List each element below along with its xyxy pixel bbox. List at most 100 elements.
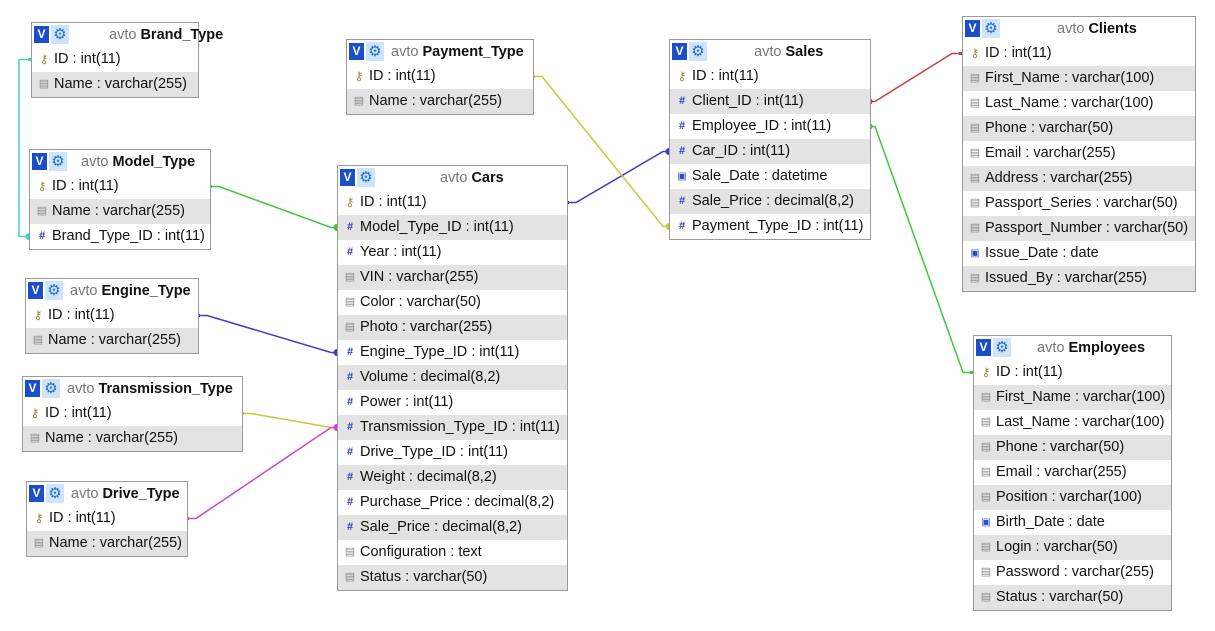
gear-icon[interactable]: ⚙ [366, 42, 384, 61]
column-row[interactable]: ⚷ID : int(11) [338, 190, 567, 215]
table-header[interactable]: V⚙avto Engine_Type [26, 279, 198, 303]
column-row[interactable]: #Weight : decimal(8,2) [338, 465, 567, 490]
column-row[interactable]: ▤Name : varchar(255) [26, 328, 198, 353]
table-drive-type[interactable]: V⚙avto Drive_Type⚷ID : int(11)▤Name : va… [26, 481, 188, 557]
gear-icon[interactable]: ⚙ [49, 152, 67, 171]
table-model-type[interactable]: V⚙avto Model_Type⚷ID : int(11)▤Name : va… [29, 149, 211, 250]
column-row[interactable]: #Engine_Type_ID : int(11) [338, 340, 567, 365]
toggle-icon[interactable]: V [29, 485, 44, 502]
column-row[interactable]: ⚷ID : int(11) [347, 64, 533, 89]
table-payment-type[interactable]: V⚙avto Payment_Type⚷ID : int(11)▤Name : … [346, 39, 534, 115]
toggle-icon[interactable]: V [672, 43, 687, 60]
column-row[interactable]: ▤Phone : varchar(50) [974, 435, 1171, 460]
toggle-icon[interactable]: V [976, 339, 991, 356]
column-row[interactable]: #Car_ID : int(11) [670, 139, 870, 164]
column-row[interactable]: ⚷ID : int(11) [26, 303, 198, 328]
column-row[interactable]: ▤Last_Name : varchar(100) [963, 91, 1195, 116]
column-row[interactable]: ▤Email : varchar(255) [963, 141, 1195, 166]
table-employees[interactable]: V⚙avto Employees⚷ID : int(11)▤First_Name… [973, 335, 1172, 611]
column-row[interactable]: ▤Phone : varchar(50) [963, 116, 1195, 141]
table-header[interactable]: V⚙avto Cars [338, 166, 567, 190]
relation-line[interactable] [18, 58, 31, 238]
column-row[interactable]: ▤Name : varchar(255) [23, 426, 242, 451]
column-row[interactable]: ▤Name : varchar(255) [30, 199, 210, 224]
column-row[interactable]: ▤Last_Name : varchar(100) [974, 410, 1171, 435]
column-row[interactable]: ⚷ID : int(11) [963, 41, 1195, 66]
toggle-icon[interactable]: V [340, 169, 355, 186]
table-transmission-type[interactable]: V⚙avto Transmission_Type⚷ID : int(11)▤Na… [22, 376, 243, 452]
gear-icon[interactable]: ⚙ [993, 338, 1011, 357]
column-row[interactable]: ▤Issued_By : varchar(255) [963, 266, 1195, 291]
table-header[interactable]: V⚙avto Payment_Type [347, 40, 533, 64]
gear-icon[interactable]: ⚙ [46, 484, 64, 503]
column-row[interactable]: ▤Color : varchar(50) [338, 290, 567, 315]
column-row[interactable]: ▤Login : varchar(50) [974, 535, 1171, 560]
column-row[interactable]: ▤Status : varchar(50) [338, 565, 567, 590]
column-row[interactable]: #Model_Type_ID : int(11) [338, 215, 567, 240]
column-row[interactable]: ▤Status : varchar(50) [974, 585, 1171, 610]
table-header[interactable]: V⚙avto Transmission_Type [23, 377, 242, 401]
table-cars[interactable]: V⚙avto Cars⚷ID : int(11)#Model_Type_ID :… [337, 165, 568, 591]
table-header[interactable]: V⚙avto Sales [670, 40, 870, 64]
column-row[interactable]: #Employee_ID : int(11) [670, 114, 870, 139]
column-row[interactable]: ⚷ID : int(11) [27, 506, 187, 531]
column-row[interactable]: ▤Position : varchar(100) [974, 485, 1171, 510]
table-header[interactable]: V⚙avto Drive_Type [27, 482, 187, 506]
table-clients[interactable]: V⚙avto Clients⚷ID : int(11)▤First_Name :… [962, 16, 1196, 292]
column-row[interactable]: ▤Passport_Number : varchar(50) [963, 216, 1195, 241]
table-header[interactable]: V⚙avto Employees [974, 336, 1171, 360]
column-row[interactable]: ▤Email : varchar(255) [974, 460, 1171, 485]
gear-icon[interactable]: ⚙ [51, 25, 69, 44]
column-row[interactable]: ⚷ID : int(11) [670, 64, 870, 89]
column-row[interactable]: ▤Photo : varchar(255) [338, 315, 567, 340]
column-row[interactable]: ▣Sale_Date : datetime [670, 164, 870, 189]
column-row[interactable]: ▤Name : varchar(255) [27, 531, 187, 556]
relation-line[interactable] [241, 412, 337, 429]
column-row[interactable]: #Drive_Type_ID : int(11) [338, 440, 567, 465]
column-row[interactable]: ⚷ID : int(11) [974, 360, 1171, 385]
column-row[interactable]: #Volume : decimal(8,2) [338, 365, 567, 390]
gear-icon[interactable]: ⚙ [357, 168, 375, 187]
table-engine-type[interactable]: V⚙avto Engine_Type⚷ID : int(11)▤Name : v… [25, 278, 199, 354]
column-row[interactable]: ▣Issue_Date : date [963, 241, 1195, 266]
table-header[interactable]: V⚙avto Clients [963, 17, 1195, 41]
relation-line[interactable] [197, 314, 337, 354]
column-row[interactable]: ▤Name : varchar(255) [347, 89, 533, 114]
toggle-icon[interactable]: V [34, 26, 49, 43]
relation-line[interactable] [869, 125, 973, 374]
toggle-icon[interactable]: V [32, 153, 47, 170]
relation-line[interactable] [566, 150, 669, 204]
relation-line[interactable] [209, 185, 337, 229]
table-header[interactable]: V⚙avto Brand_Type [32, 23, 223, 47]
column-row[interactable]: ▤Address : varchar(255) [963, 166, 1195, 191]
column-row[interactable]: #Sale_Price : decimal(8,2) [670, 189, 870, 214]
column-row[interactable]: ⚷ID : int(11) [32, 47, 198, 72]
column-row[interactable]: #Payment_Type_ID : int(11) [670, 214, 870, 239]
column-row[interactable]: #Client_ID : int(11) [670, 89, 870, 114]
toggle-icon[interactable]: V [28, 282, 43, 299]
column-row[interactable]: ▤VIN : varchar(255) [338, 265, 567, 290]
column-row[interactable]: #Year : int(11) [338, 240, 567, 265]
gear-icon[interactable]: ⚙ [45, 281, 63, 300]
column-row[interactable]: ▤First_Name : varchar(100) [963, 66, 1195, 91]
gear-icon[interactable]: ⚙ [42, 379, 60, 398]
column-row[interactable]: ⚷ID : int(11) [30, 174, 210, 199]
gear-icon[interactable]: ⚙ [982, 19, 1000, 38]
toggle-icon[interactable]: V [349, 43, 364, 60]
column-row[interactable]: ▤Password : varchar(255) [974, 560, 1171, 585]
toggle-icon[interactable]: V [25, 380, 40, 397]
column-row[interactable]: ▤Name : varchar(255) [32, 72, 198, 97]
toggle-icon[interactable]: V [965, 20, 980, 37]
column-row[interactable]: #Power : int(11) [338, 390, 567, 415]
column-row[interactable]: ⚷ID : int(11) [23, 401, 242, 426]
column-row[interactable]: #Sale_Price : decimal(8,2) [338, 515, 567, 540]
column-row[interactable]: ▤First_Name : varchar(100) [974, 385, 1171, 410]
gear-icon[interactable]: ⚙ [689, 42, 707, 61]
relation-line[interactable] [869, 52, 962, 103]
column-row[interactable]: #Transmission_Type_ID : int(11) [338, 415, 567, 440]
table-header[interactable]: V⚙avto Model_Type [30, 150, 210, 174]
column-row[interactable]: #Purchase_Price : decimal(8,2) [338, 490, 567, 515]
table-brand-type[interactable]: V⚙avto Brand_Type⚷ID : int(11)▤Name : va… [31, 22, 223, 98]
column-row[interactable]: #Brand_Type_ID : int(11) [30, 224, 210, 249]
table-sales[interactable]: V⚙avto Sales⚷ID : int(11)#Client_ID : in… [669, 39, 871, 240]
